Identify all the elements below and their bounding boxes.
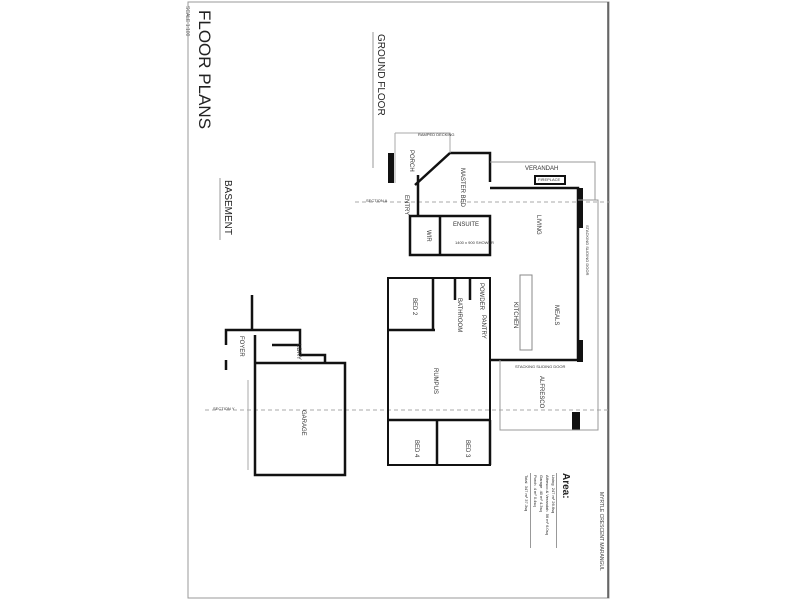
area-row: Living 247 m² 26.6sq bbox=[551, 475, 556, 514]
page-title: FLOOR PLANS bbox=[195, 10, 214, 130]
ground-floor-heading: GROUND FLOOR bbox=[375, 34, 386, 116]
address-label: MYRTLE CRESCENT MARANGUL bbox=[598, 492, 604, 571]
shower-note: 1400 x 900 SHOWER bbox=[455, 240, 494, 245]
section-a-label: SECTION A bbox=[366, 198, 388, 203]
room-porch: PORCH bbox=[408, 150, 414, 172]
room-master-bed: MASTER BED bbox=[459, 168, 465, 208]
area-table: Area: Living 247 m² 26.6sq Alfresco & Ve… bbox=[520, 473, 571, 548]
room-powder: POWDER bbox=[478, 283, 484, 310]
room-living: LIVING bbox=[535, 215, 541, 235]
room-ensuite: ENSUITE bbox=[453, 222, 480, 228]
room-garage: GARAGE bbox=[300, 410, 306, 436]
room-meals: MEALS bbox=[553, 305, 559, 326]
room-pantry: PANTRY bbox=[480, 315, 486, 339]
stacking-door-note-1: STACKING SLIDING DOOR bbox=[585, 225, 590, 276]
room-bed-4: BED 4 bbox=[413, 440, 419, 458]
room-rumpus: RUMPUS bbox=[432, 368, 438, 395]
room-bed-2: BED 2 bbox=[411, 298, 417, 316]
basement-walls bbox=[224, 295, 347, 477]
room-ldry: LDRY bbox=[295, 344, 301, 360]
area-heading: Area: bbox=[560, 473, 571, 499]
scale-label: SCALE 1:100 bbox=[184, 6, 190, 37]
basement-heading: BASEMENT bbox=[222, 180, 233, 236]
room-foyer: FOYER bbox=[238, 336, 244, 357]
area-total: Total 347 m² 37.3sq bbox=[524, 475, 529, 512]
room-kitchen: KITCHEN bbox=[512, 302, 518, 329]
ground-floor-walls bbox=[387, 151, 580, 466]
room-ramped-decking: RAMPED DECKING bbox=[418, 132, 455, 137]
fireplace bbox=[534, 175, 566, 185]
area-row: Alfresco & Verandah 56 m² 6.0sq bbox=[545, 475, 550, 535]
room-fireplace: FIREPLACE bbox=[538, 177, 561, 182]
room-entry: ENTRY bbox=[403, 195, 409, 216]
room-wir: WIR bbox=[425, 230, 431, 242]
area-row: Porch 4 m² 0.4sq bbox=[533, 475, 538, 507]
section-y-label: SECTION Y bbox=[213, 406, 235, 411]
room-alfresco: ALFRESCO bbox=[538, 376, 544, 409]
room-bed-3: BED 3 bbox=[464, 440, 470, 458]
kitchen-island bbox=[519, 274, 533, 351]
stacking-door-note-2: STACKING SLIDING DOOR bbox=[515, 364, 566, 369]
sheet-border bbox=[187, 1, 610, 599]
room-verandah: VERANDAH bbox=[525, 166, 559, 172]
area-row: Garage 40 m² 4.3sq bbox=[539, 475, 544, 512]
room-bathroom: BATHROOM bbox=[456, 298, 462, 333]
